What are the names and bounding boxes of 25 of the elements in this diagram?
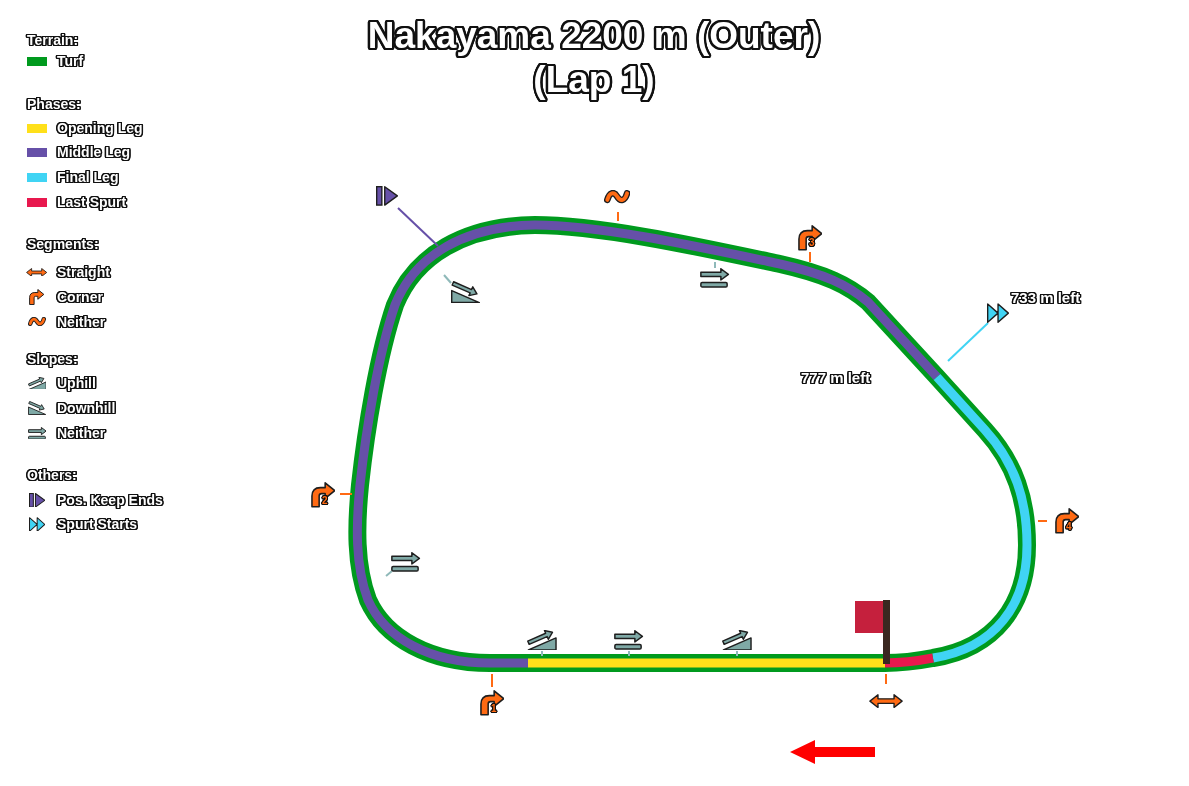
legend-heading: Slopes: (27, 350, 78, 368)
distance-label: 777 m left (801, 369, 871, 387)
legend-label: Uphill (57, 374, 96, 392)
legend-label: Opening Leg (57, 119, 143, 137)
legend-label: Final Leg (57, 168, 119, 186)
legend-label: Neither (57, 424, 106, 442)
distance-label: 733 m left (1011, 289, 1081, 307)
legend-label: Last Spurt (57, 193, 127, 211)
legend-label: Middle Leg (57, 143, 131, 161)
corner-number: 2 (322, 495, 328, 507)
corner-number: 1 (491, 703, 497, 715)
corner-number: 4 (1066, 521, 1072, 533)
corner-number: 3 (809, 237, 815, 249)
legend-heading: Segments: (27, 235, 99, 253)
legend-heading: Others: (27, 466, 77, 484)
legend-label: Corner (57, 288, 103, 306)
legend-label: Spurt Starts (57, 515, 138, 533)
legend-label: Turf (57, 52, 84, 70)
legend-label: Straight (57, 263, 110, 281)
legend-heading: Phases: (27, 95, 81, 113)
legend-label: Neither (57, 313, 106, 331)
legend-label: Pos. Keep Ends (57, 491, 163, 509)
legend-heading: Terrain: (27, 31, 79, 49)
title: Nakayama 2200 m (Outer) (Lap 1) (366, 14, 822, 102)
legend-label: Downhill (57, 399, 116, 417)
